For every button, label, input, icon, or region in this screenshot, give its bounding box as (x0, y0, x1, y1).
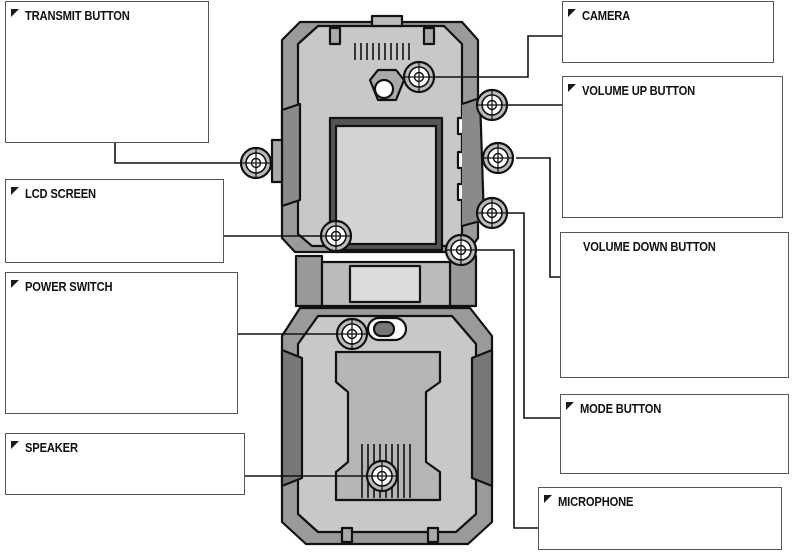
callout-mode-button: MODE BUTTON (560, 394, 789, 474)
callout-microphone: MICROPHONE (538, 487, 782, 550)
callout-power-switch: POWER SWITCH (5, 272, 238, 414)
callout-volume-up-button: VOLUME UP BUTTON (562, 76, 783, 218)
callout-label: POWER SWITCH (25, 279, 113, 294)
triangle-flag-icon (11, 280, 19, 288)
left-grip-upper (280, 102, 302, 208)
lcd-marker-crosshair-target-icon (319, 219, 353, 253)
speaker-marker-crosshair-target-icon (365, 459, 399, 493)
triangle-flag-icon (11, 187, 19, 195)
callout-lcd-screen: LCD SCREEN (5, 179, 224, 263)
mode-marker-crosshair-target-icon (475, 196, 509, 230)
callout-label: MODE BUTTON (580, 401, 662, 416)
callout-speaker: SPEAKER (5, 433, 245, 495)
hinge-left (294, 254, 324, 308)
left-grip-lower (280, 348, 304, 488)
callout-label: MICROPHONE (558, 494, 634, 509)
power-marker-crosshair-target-icon (335, 317, 369, 351)
triangle-flag-icon (11, 9, 19, 17)
callout-transmit-button: TRANSMIT BUTTON (5, 1, 209, 143)
callout-volume-down-button: VOLUME DOWN BUTTON (560, 232, 789, 378)
marker-group (239, 60, 515, 493)
triangle-flag-icon (11, 441, 19, 449)
callout-label: CAMERA (582, 8, 631, 23)
callout-label: VOLUME UP BUTTON (582, 83, 695, 98)
leader-volume-down (516, 157, 562, 278)
leader-lines (114, 35, 562, 529)
top-grille (354, 43, 410, 60)
right-grip-lower (470, 348, 494, 488)
leader-microphone (475, 249, 538, 529)
volume-down-marker-crosshair-target-icon (481, 141, 515, 175)
callout-camera: CAMERA (562, 1, 774, 63)
callout-label: SPEAKER (25, 440, 78, 455)
camera-marker-crosshair-target-icon (402, 60, 436, 94)
microphone-marker-crosshair-target-icon (444, 233, 478, 267)
leader-transmit (114, 143, 242, 164)
leader-camera (433, 35, 562, 78)
lcd-glass (334, 124, 438, 246)
triangle-flag-icon (568, 84, 576, 92)
callout-label: LCD SCREEN (25, 186, 96, 201)
callout-label: TRANSMIT BUTTON (25, 8, 130, 23)
transmit-marker-crosshair-target-icon (239, 146, 273, 180)
volume-up-marker-crosshair-target-icon (475, 88, 509, 122)
leader-mode (507, 212, 560, 419)
top-slot (370, 14, 404, 28)
callout-label: VOLUME DOWN BUTTON (583, 239, 716, 254)
triangle-flag-icon (566, 402, 574, 410)
triangle-flag-icon (544, 495, 552, 503)
triangle-flag-icon (568, 9, 576, 17)
